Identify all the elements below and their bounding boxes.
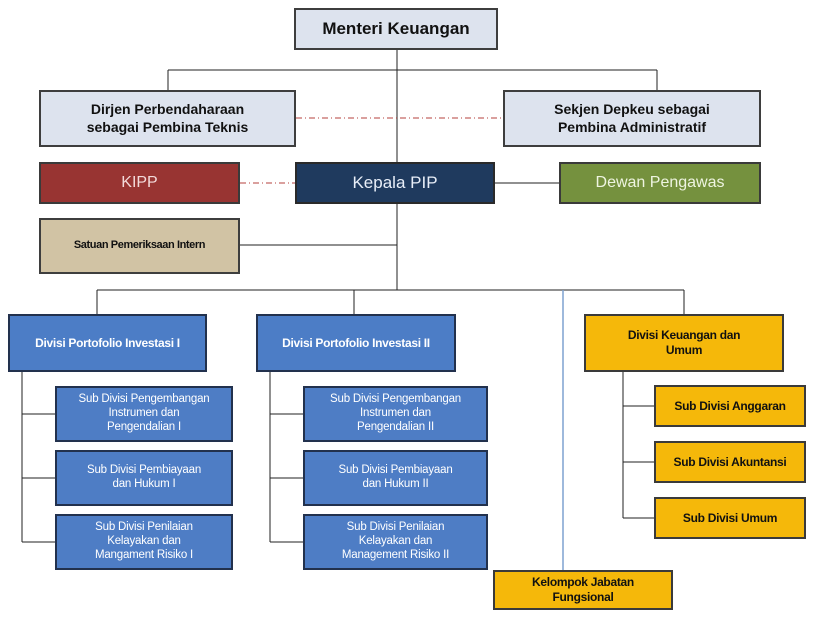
subdivisi-1-penilaian-line2: Kelayakan dan <box>107 535 181 548</box>
subdivisi-2-pengembangan-box: Sub Divisi Pengembangan Instrumen dan Pe… <box>303 386 488 442</box>
subdivisi-2-penilaian-line3: Management Risiko II <box>341 548 450 561</box>
subdivisi-1-pembiayaan-line1: Sub Divisi Pembiayaan <box>86 464 202 477</box>
subdivisi-2-pembiayaan-box: Sub Divisi Pembiayaan dan Hukum II <box>303 450 488 506</box>
subdivisi-2-penilaian-line1: Sub Divisi Penilaian <box>346 521 445 534</box>
kelompok-jabatan-line2: Fungsional <box>552 590 614 604</box>
subdivisi-1-pengembangan-line3: Pengendalian I <box>107 420 181 433</box>
subdivisi-anggaran-box: Sub Divisi Anggaran <box>654 385 806 427</box>
subdivisi-1-pembiayaan-line2: dan Hukum I <box>112 478 176 490</box>
divisi-keuangan-umum-line1: Divisi Keuangan dan <box>627 328 741 342</box>
kelompok-jabatan-line1: Kelompok Jabatan <box>532 575 634 589</box>
divisi-portofolio-2-box: Divisi Portofolio Investasi II <box>256 314 456 372</box>
subdivisi-2-pembiayaan-line1: Sub Divisi Pembiayaan <box>338 464 453 477</box>
divisi-keuangan-umum-line2: Umum <box>665 343 703 357</box>
divisi-portofolio-1-box: Divisi Portofolio Investasi I <box>8 314 207 372</box>
divisi-portofolio-2-label: Divisi Portofolio Investasi II <box>282 335 430 350</box>
subdivisi-1-pengembangan-line1: Sub Divisi Pengembangan <box>78 393 210 406</box>
subdivisi-1-penilaian-line3: Mangament Risiko I <box>94 548 194 561</box>
menteri-keuangan-label: Menteri Keuangan <box>322 19 470 39</box>
subdivisi-2-pengembangan-line3: Pengendalian II <box>357 420 434 433</box>
sekjen-label-line2: Pembina Administratif <box>557 118 707 135</box>
kipp-box: KIPP <box>39 162 240 204</box>
subdivisi-akuntansi-box: Sub Divisi Akuntansi <box>654 441 806 483</box>
satuan-pemeriksaan-intern-box: Satuan Pemeriksaan Intern <box>39 218 240 274</box>
dirjen-label-line2: sebagai Pembina Teknis <box>86 118 249 135</box>
dirjen-label-line1: Dirjen Perbendaharaan <box>90 101 245 117</box>
dewan-pengawas-label: Dewan Pengawas <box>595 174 725 191</box>
kipp-label: KIPP <box>121 174 158 191</box>
subdivisi-1-pengembangan-line2: Instrumen dan <box>108 407 180 420</box>
subdivisi-2-pembiayaan-line2: dan Hukum II <box>362 478 429 490</box>
satuan-pemeriksaan-intern-label: Satuan Pemeriksaan Intern <box>73 239 206 252</box>
subdivisi-anggaran-label: Sub Divisi Anggaran <box>674 398 786 413</box>
menteri-keuangan-box: Menteri Keuangan <box>294 8 498 50</box>
subdivisi-1-pengembangan-box: Sub Divisi Pengembangan Instrumen dan Pe… <box>55 386 233 442</box>
kelompok-jabatan-fungsional-box: Kelompok Jabatan Fungsional <box>493 570 673 610</box>
kepala-pip-box: Kepala PIP <box>295 162 495 204</box>
subdivisi-akuntansi-label: Sub Divisi Akuntansi <box>673 454 787 469</box>
sekjen-label-line1: Sekjen Depkeu sebagai <box>554 101 710 117</box>
subdivisi-2-pengembangan-line2: Instrumen dan <box>360 407 431 420</box>
subdivisi-2-penilaian-line2: Kelayakan dan <box>358 535 433 548</box>
subdivisi-umum-box: Sub Divisi Umum <box>654 497 806 539</box>
dirjen-box: Dirjen Perbendaharaan sebagai Pembina Te… <box>39 90 296 147</box>
divisi-portofolio-1-label: Divisi Portofolio Investasi I <box>35 335 180 350</box>
subdivisi-1-penilaian-box: Sub Divisi Penilaian Kelayakan dan Manga… <box>55 514 233 570</box>
dewan-pengawas-box: Dewan Pengawas <box>559 162 761 204</box>
divisi-keuangan-umum-box: Divisi Keuangan dan Umum <box>584 314 784 372</box>
subdivisi-2-pengembangan-line1: Sub Divisi Pengembangan <box>330 393 461 406</box>
subdivisi-umum-label: Sub Divisi Umum <box>682 510 778 525</box>
kepala-pip-label: Kepala PIP <box>352 173 438 193</box>
subdivisi-2-penilaian-box: Sub Divisi Penilaian Kelayakan dan Manag… <box>303 514 488 570</box>
subdivisi-1-pembiayaan-box: Sub Divisi Pembiayaan dan Hukum I <box>55 450 233 506</box>
subdivisi-1-penilaian-line1: Sub Divisi Penilaian <box>95 521 193 534</box>
sekjen-box: Sekjen Depkeu sebagai Pembina Administra… <box>503 90 761 147</box>
